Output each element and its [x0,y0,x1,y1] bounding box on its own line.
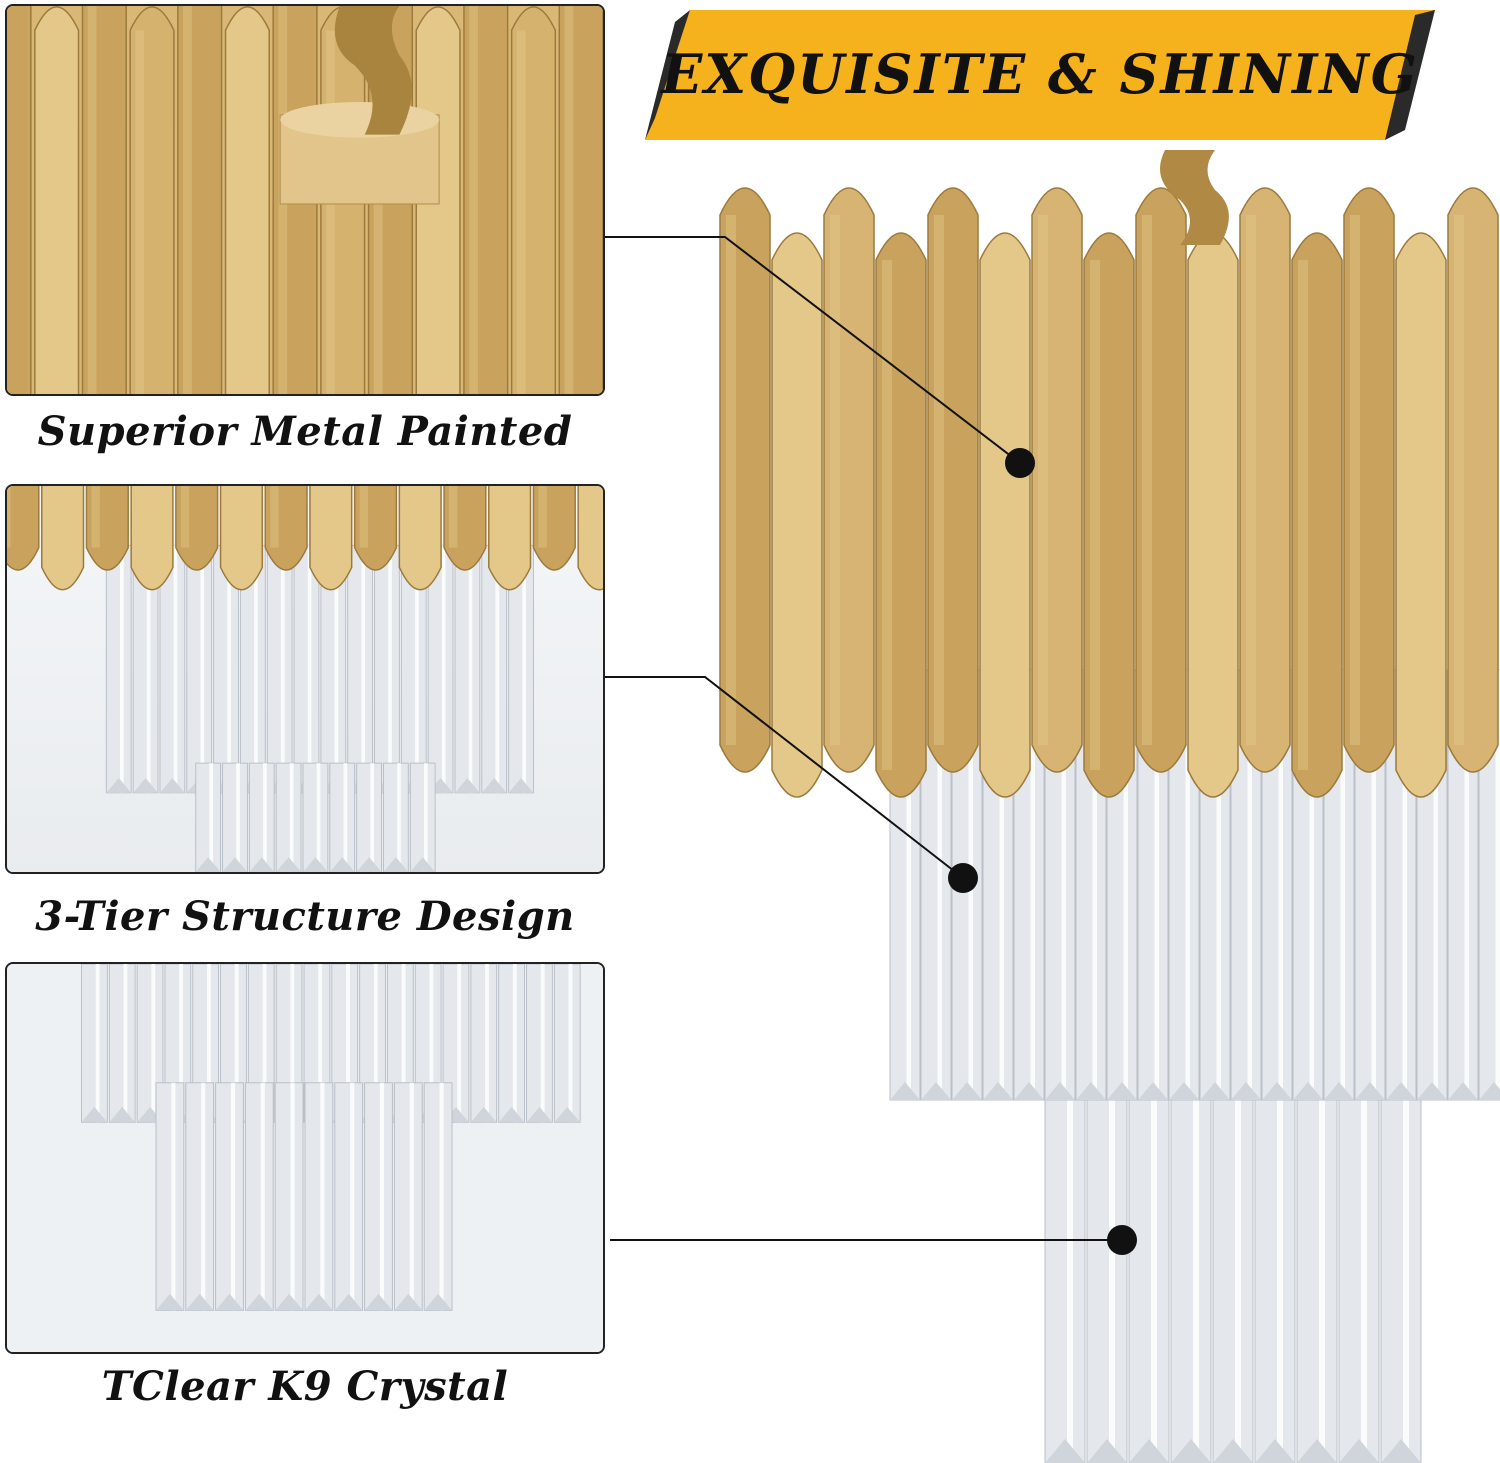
crystal-closeup-photo [5,962,605,1354]
feature-caption-metal: Superior Metal Painted [37,408,573,455]
tier-closeup-photo [5,484,605,874]
chandelier-photo [700,150,1500,1463]
metal-closeup-photo [5,4,605,396]
feature-caption-crystal: TClear K9 Crystal [101,1363,509,1410]
feature-caption-tier: 3-Tier Structure Design [35,893,575,940]
headline-banner: EXQUISITE & SHINING [645,0,1435,150]
headline-text: EXQUISITE & SHINING [661,42,1419,106]
